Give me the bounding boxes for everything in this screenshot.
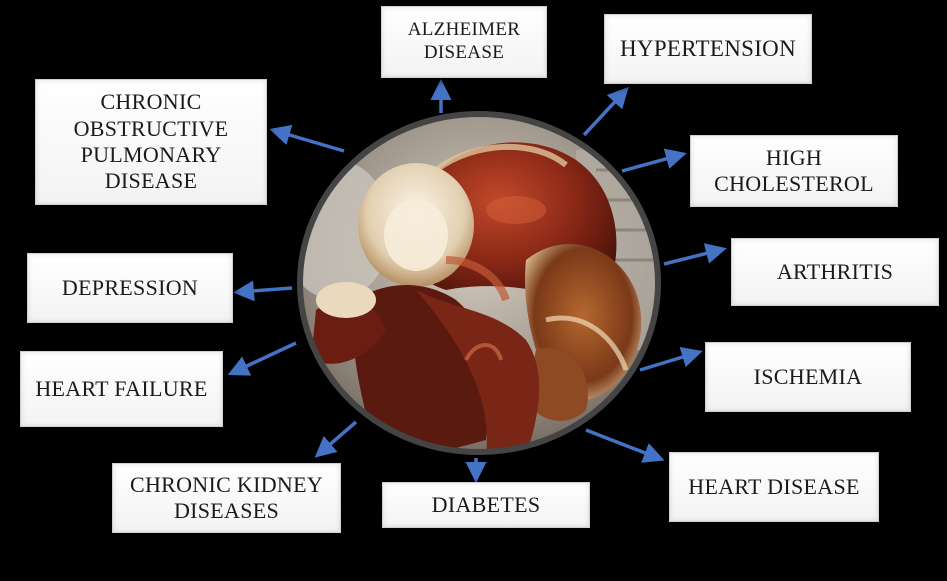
box-chronic-kidney-diseases: CHRONIC KIDNEY DISEASES (112, 463, 341, 533)
box-copd: CHRONIC OBSTRUCTIVE PULMONARY DISEASE (35, 79, 267, 205)
box-depression: DEPRESSION (27, 253, 233, 323)
arrow-to-kidney (320, 422, 356, 453)
box-arthritis: ARTHRITIS (731, 238, 939, 306)
box-heart-failure: HEART FAILURE (20, 351, 223, 427)
arrow-to-hypertension (584, 92, 624, 135)
arrow-to-cholesterol (622, 155, 680, 171)
box-diabetes: DIABETES (382, 482, 590, 528)
box-hypertension: HYPERTENSION (604, 14, 812, 84)
box-high-cholesterol: HIGH CHOLESTEROL (690, 135, 898, 207)
box-alzheimer-disease: ALZHEIMER DISEASE (381, 6, 547, 78)
arrow-to-copd (276, 131, 344, 151)
arrow-to-depression (240, 288, 292, 292)
arrow-to-heart-failure (234, 343, 296, 372)
arrow-to-heart-disease (586, 430, 658, 458)
arrow-to-ischemia (640, 353, 696, 370)
box-heart-disease: HEART DISEASE (669, 452, 879, 522)
box-ischemia: ISCHEMIA (705, 342, 911, 412)
arrow-to-arthritis (664, 250, 720, 264)
